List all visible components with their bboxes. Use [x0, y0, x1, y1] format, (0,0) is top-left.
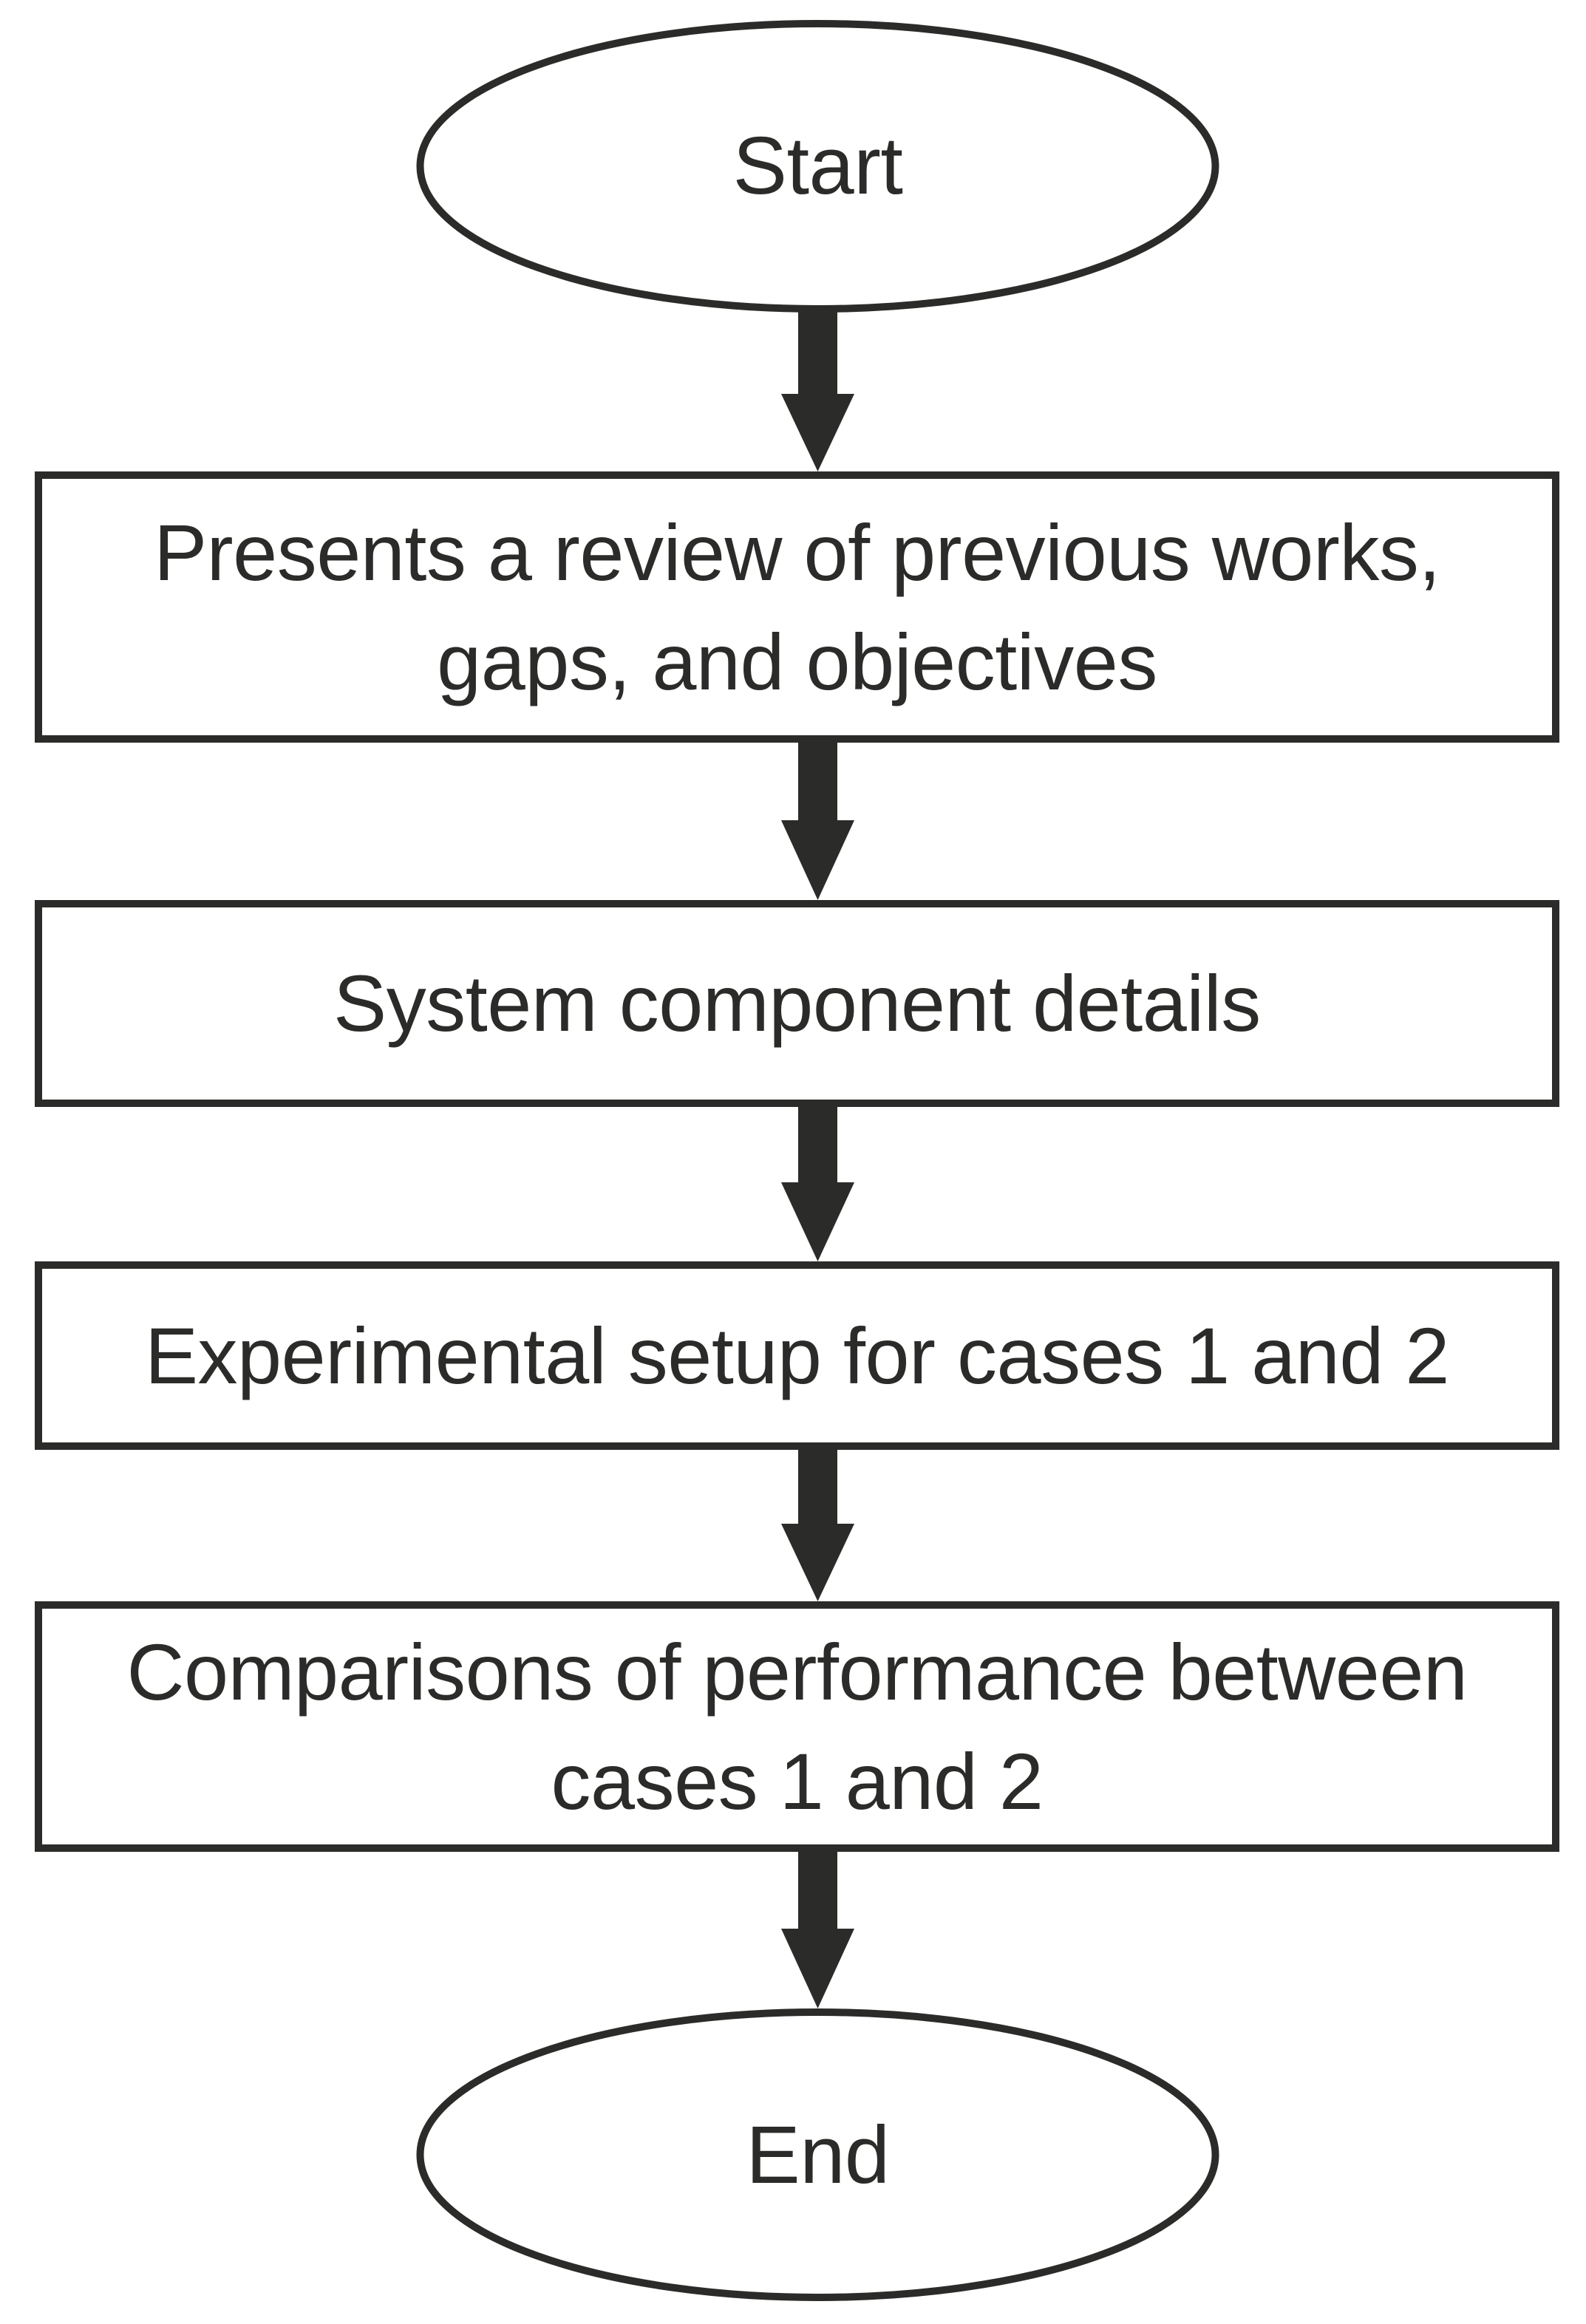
arrow-proc2-to-proc3 — [781, 1103, 854, 1261]
arrow-proc3-to-proc4 — [781, 1446, 854, 1601]
end-terminator-shape[interactable] — [416, 2008, 1219, 2301]
process-1-shape[interactable] — [35, 471, 1559, 743]
arrow-proc1-to-proc2 — [781, 739, 854, 900]
arrow-proc4-to-end — [781, 1848, 854, 2008]
start-terminator-shape[interactable] — [416, 20, 1219, 313]
process-2-shape[interactable] — [35, 900, 1559, 1107]
arrow-start-to-proc1 — [781, 309, 854, 471]
process-4-shape[interactable] — [35, 1601, 1559, 1852]
process-3-shape[interactable] — [35, 1261, 1559, 1450]
